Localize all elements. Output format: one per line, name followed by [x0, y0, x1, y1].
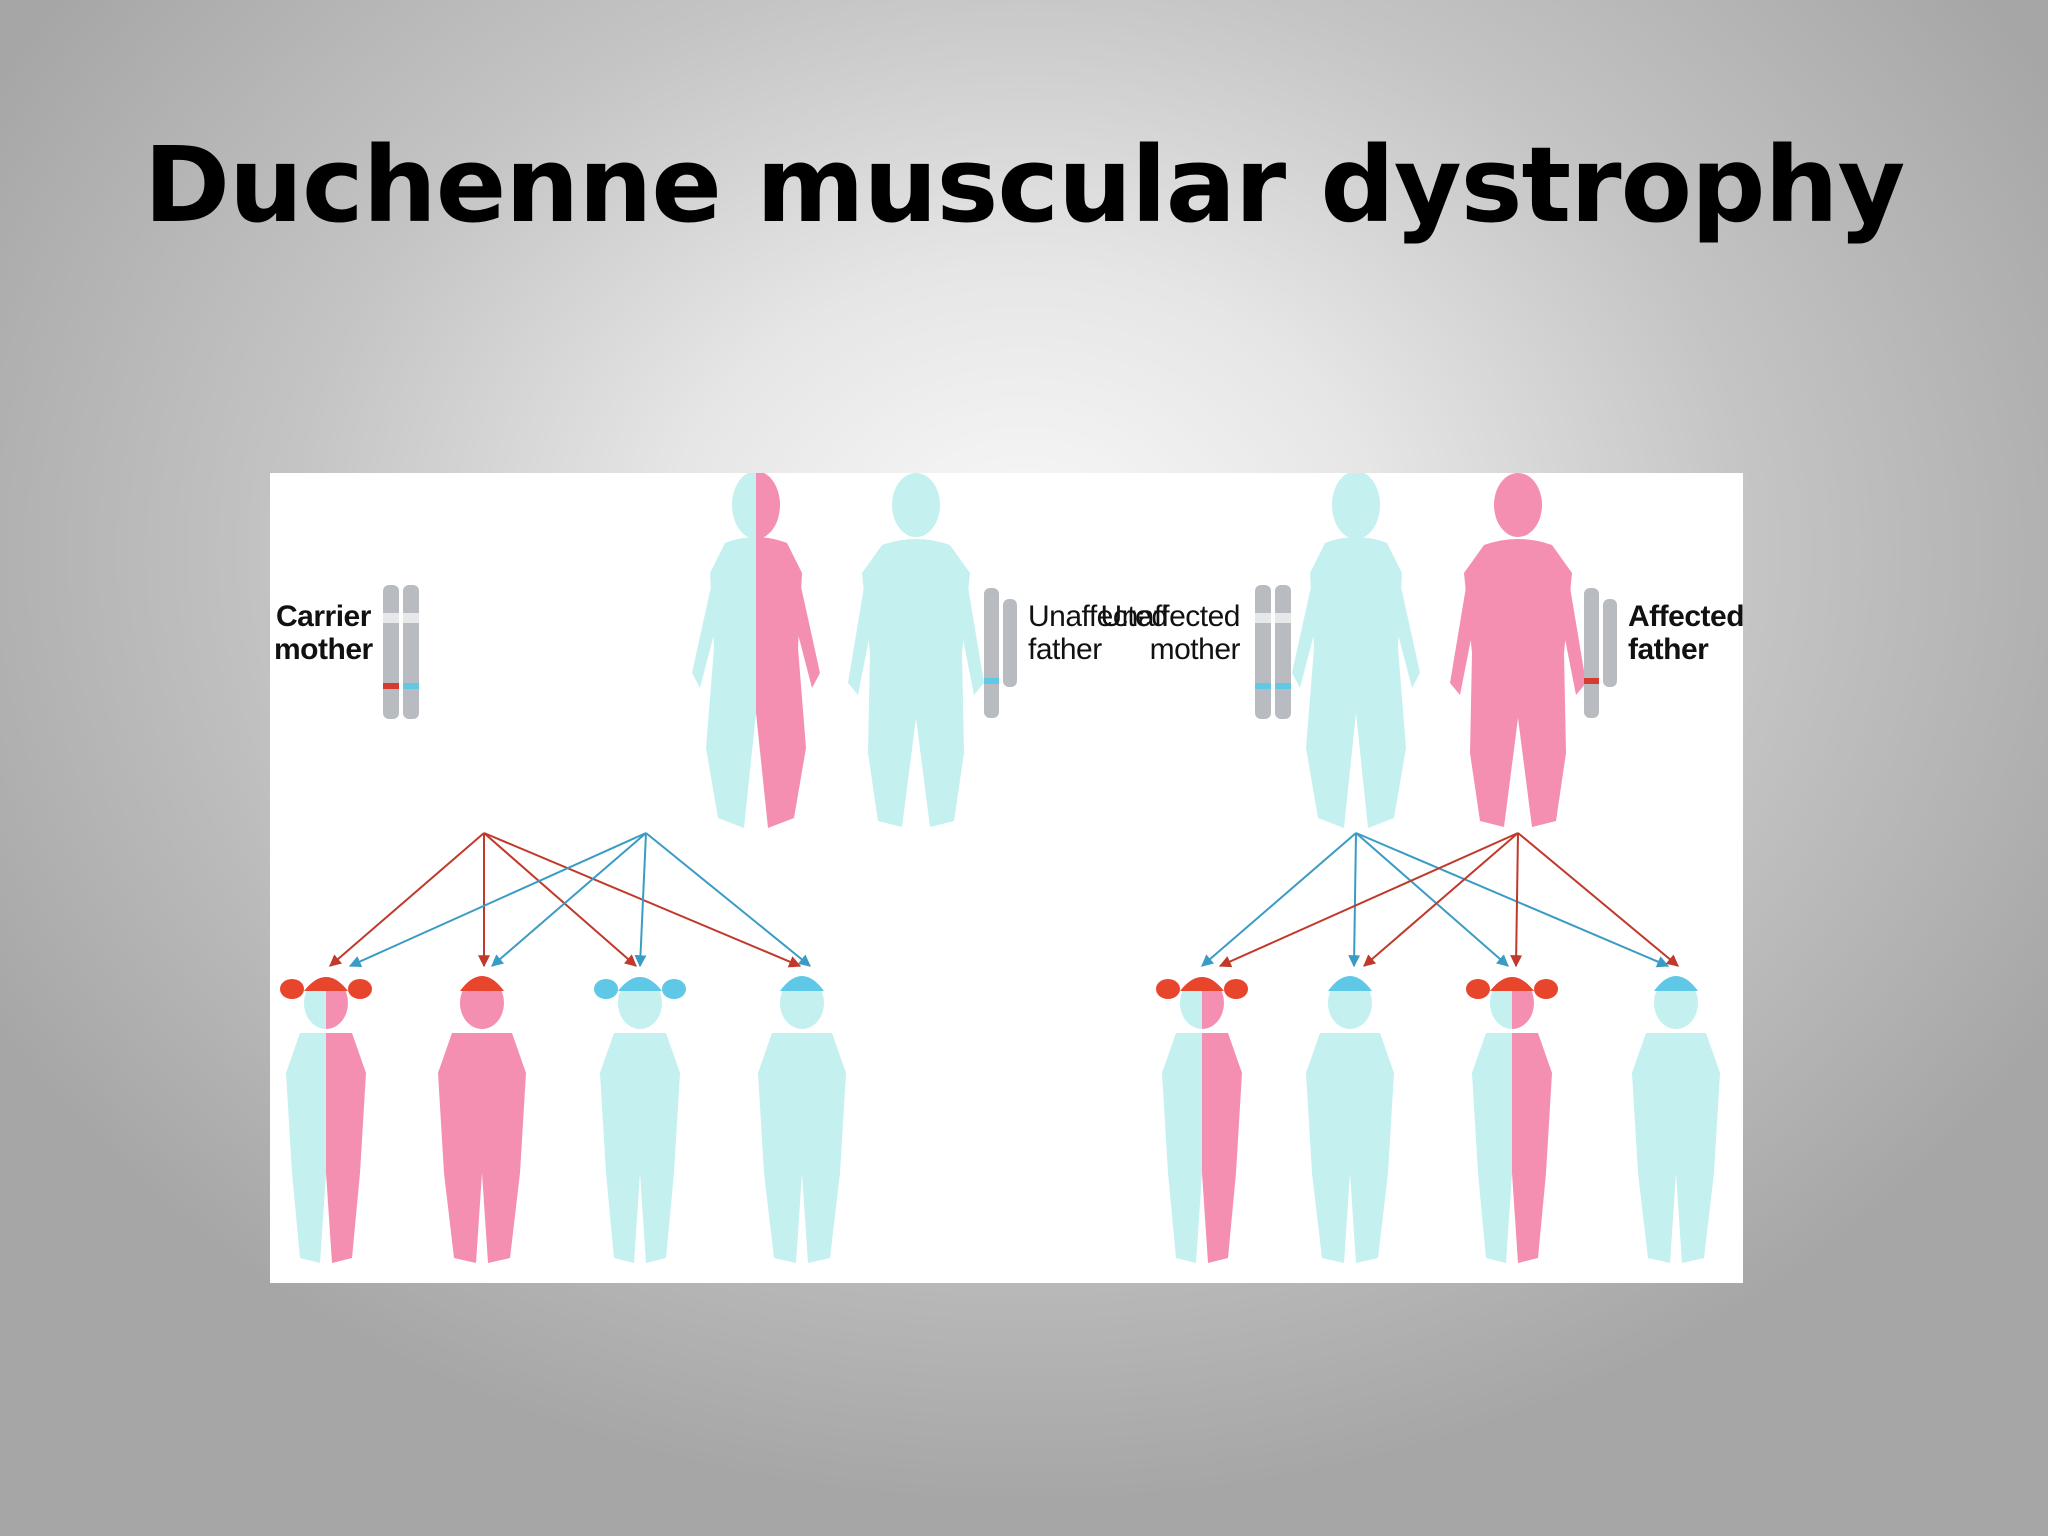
unaffected-mother-figure: [1292, 473, 1420, 828]
affected-father-chromosomes: [1584, 588, 1617, 718]
right-child-4-unaffected-boy: [1632, 976, 1720, 1263]
left-child-3-unaffected-girl: [594, 977, 686, 1263]
left-inheritance-arrows: [329, 832, 811, 968]
affected-father-label-2: father: [1628, 633, 1709, 666]
right-child-3-carrier-girl: [1466, 977, 1558, 1263]
left-child-2-affected-boy: [438, 976, 526, 1263]
inheritance-svg: Carrier mother Unaffected father: [274, 473, 1743, 1263]
left-child-4-unaffected-boy: [758, 976, 846, 1263]
unaffected-mother-chromosomes: [1255, 585, 1291, 719]
slide-title: Duchenne muscular dystrophy: [143, 124, 1906, 246]
affected-father-figure: [1450, 473, 1586, 827]
unaffected-mother-label-2: mother: [1150, 633, 1241, 666]
affected-father-label-1: Affected: [1628, 600, 1743, 633]
carrier-mother-label-2: mother: [274, 633, 374, 666]
unaffected-mother-label-1: Unaffected: [1100, 600, 1240, 633]
unaffected-father-chromosomes: [984, 588, 1017, 718]
unaffected-father-figure: [848, 473, 984, 827]
carrier-mother-label-1: Carrier: [276, 600, 372, 633]
unaffected-father-label-2: father: [1028, 633, 1102, 666]
carrier-mother-chromosomes: [383, 585, 419, 719]
right-child-2-unaffected-boy: [1306, 976, 1394, 1263]
right-inheritance-arrows: [1201, 832, 1679, 968]
inheritance-diagram: Carrier mother Unaffected father: [270, 473, 1743, 1283]
left-child-1-carrier-girl: [280, 977, 372, 1263]
carrier-mother-figure: [692, 473, 820, 828]
unaffected-father-label-1: Unaffected: [1028, 600, 1168, 633]
right-child-1-carrier-girl: [1156, 977, 1248, 1263]
